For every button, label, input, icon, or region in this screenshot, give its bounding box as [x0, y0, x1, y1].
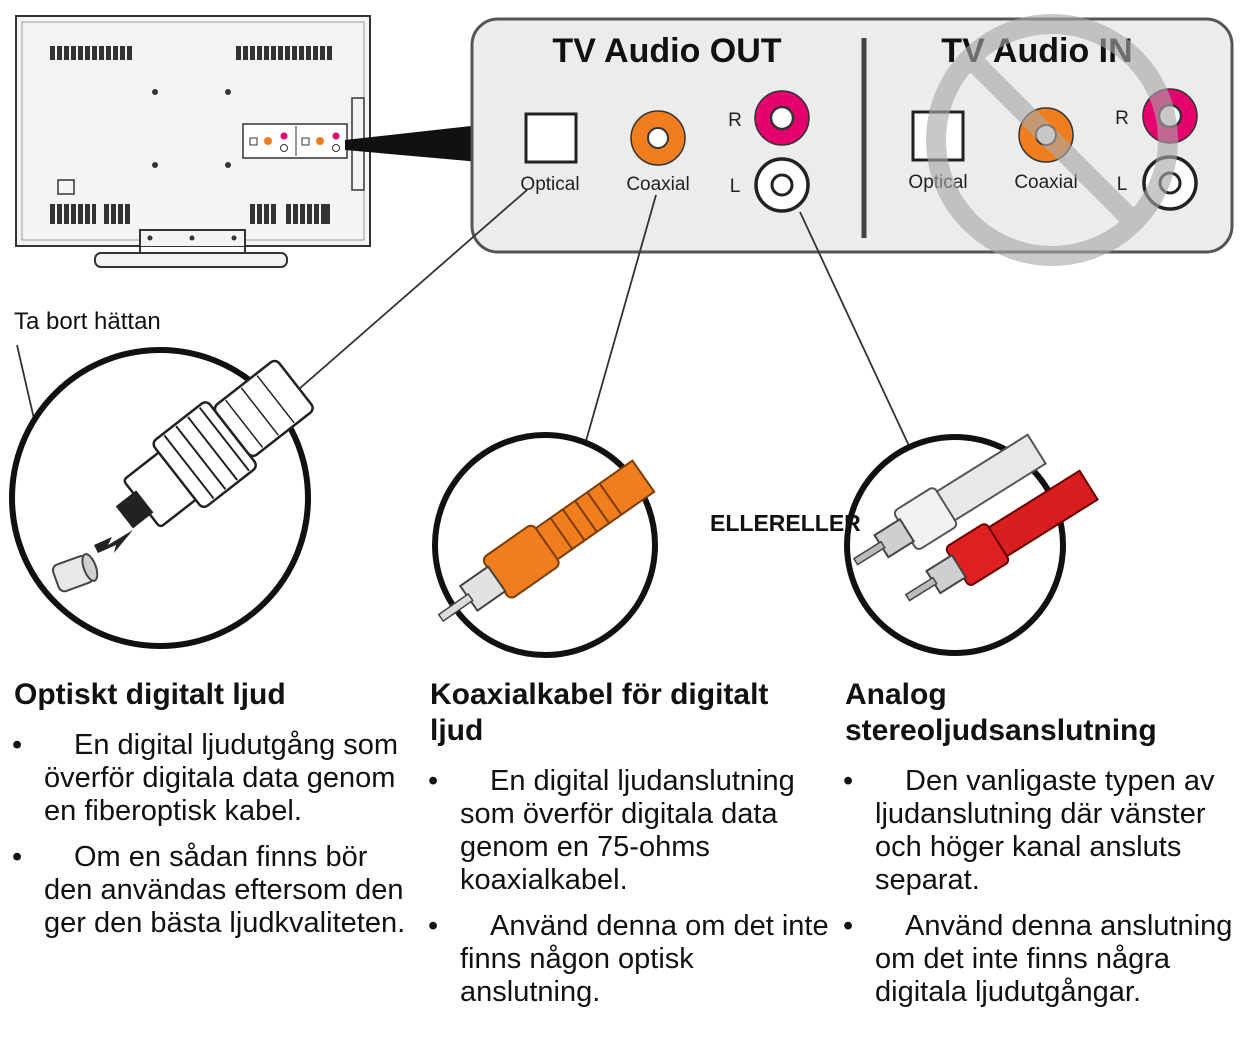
section-title-coaxial: Koaxialkabel för digitalt ljud [430, 678, 769, 747]
out-title: TV Audio OUT [552, 32, 781, 70]
list-item-text: En digital ljudutgång som överför digita… [44, 729, 399, 827]
out-l-label: L [730, 176, 741, 197]
section-title-optical: Optiskt digitalt ljud [14, 678, 286, 711]
list-item: • En digital ljudanslutning som överför d… [428, 765, 840, 897]
bullet-list-analog: • Den vanligaste typen av ljudanslutning … [843, 765, 1240, 1022]
bullet-icon: • [843, 765, 854, 797]
tv-back-illustration [15, 15, 371, 268]
out-r-label: R [728, 110, 742, 131]
optical-plug-illustration [9, 347, 314, 649]
in-l-label: L [1117, 174, 1128, 195]
bullet-list-optical: • En digital ljudutgång som överför digit… [12, 729, 414, 953]
in-r-label: R [1115, 108, 1129, 129]
bullet-list-coaxial: • En digital ljudanslutning som överför d… [428, 765, 840, 1022]
coaxial-in-label: Coaxial [1014, 172, 1077, 193]
audio-r-out-port [754, 90, 810, 146]
coaxial-out-port [630, 110, 686, 166]
zoom-pointer [345, 125, 480, 162]
optical-out-port [524, 112, 578, 164]
list-item: • En digital ljudutgång som överför digit… [12, 729, 414, 828]
coaxial-out-label: Coaxial [626, 174, 689, 195]
list-item-text: Använd denna om det inte finns någon opt… [460, 910, 829, 1008]
list-item: • Den vanligaste typen av ljudanslutning … [843, 765, 1240, 897]
list-item-text: Använd denna anslutning om det inte finn… [875, 910, 1233, 1008]
remove-cap-label: Ta bort hättan [14, 308, 161, 335]
bullet-icon: • [428, 765, 439, 797]
optical-out-label: Optical [520, 174, 579, 195]
prohibited-icon [926, 14, 1178, 266]
list-item: • Om en sådan finns bör den användas efte… [12, 841, 414, 940]
or-label: ELLERELLER [710, 510, 861, 536]
bullet-icon: • [843, 910, 854, 942]
audio-panel: TV Audio OUT TV Audio IN Optical Coaxial… [470, 14, 1234, 266]
rca-plugs-illustration [844, 433, 1099, 656]
list-item: • Använd denna om det inte finns någon op… [428, 910, 840, 1009]
bullet-icon: • [12, 841, 23, 873]
section-title-analog: Analog stereoljudsanslutning [845, 678, 1157, 747]
list-item: • Använd denna anslutning om det inte fin… [843, 910, 1240, 1009]
bullet-icon: • [428, 910, 439, 942]
coaxial-plug-illustration [432, 432, 658, 658]
bullet-icon: • [12, 729, 23, 761]
audio-l-out-port [754, 157, 810, 213]
list-item-text: Om en sådan finns bör den användas efter… [44, 841, 406, 939]
list-item-text: Den vanligaste typen av ljudanslutning d… [875, 765, 1215, 896]
list-item-text: En digital ljudanslutning som överför di… [460, 765, 795, 896]
